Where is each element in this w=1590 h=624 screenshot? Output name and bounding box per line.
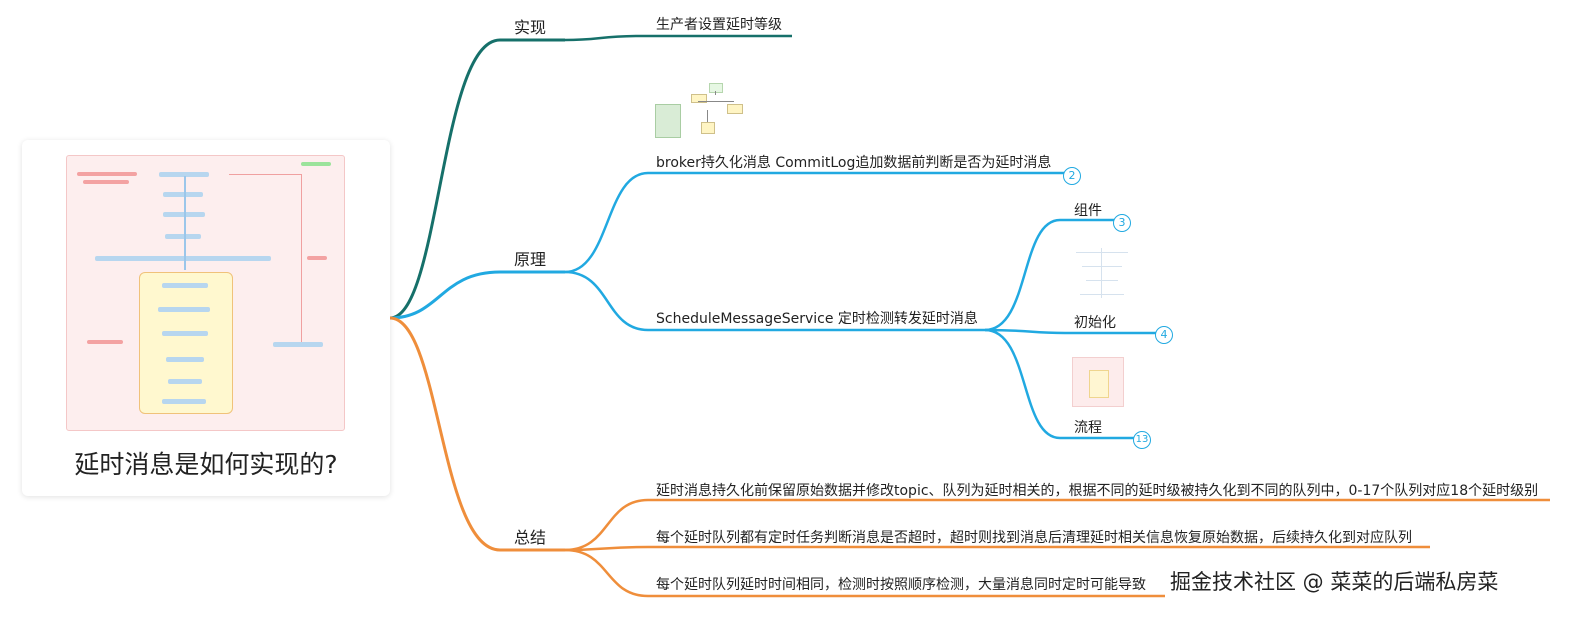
edge-schedule-component	[984, 218, 1118, 332]
branch-summary[interactable]: 总结	[514, 528, 547, 547]
init-count-badge[interactable]: 4	[1155, 326, 1173, 344]
node-process[interactable]: 流程	[1074, 420, 1102, 436]
edge-principle-schedule	[564, 270, 985, 332]
branch-principle[interactable]: 原理	[514, 250, 547, 269]
edge-implement-producer	[564, 34, 792, 42]
node-schedule[interactable]: ScheduleMessageService 定时检测转发延时消息	[656, 311, 978, 327]
edge-schedule-process	[984, 328, 1140, 440]
edge-root-principle	[389, 270, 565, 320]
branch-implement[interactable]: 实现	[514, 18, 547, 37]
node-broker[interactable]: broker持久化消息 CommitLog追加数据前判断是否为延时消息	[656, 155, 1052, 171]
watermark: 掘金技术社区 @ 菜菜的后端私房菜	[1170, 570, 1499, 594]
node-init[interactable]: 初始化	[1074, 315, 1116, 331]
process-diagram-image	[1072, 357, 1124, 407]
edge-summary-3	[564, 548, 1165, 598]
node-summary-3[interactable]: 每个延时队列延时时间相同，检测时按照顺序检测，大量消息同时定时可能导致	[656, 577, 1146, 593]
node-producer[interactable]: 生产者设置延时等级	[656, 17, 782, 33]
root-title: 延时消息是如何实现的?	[74, 450, 338, 479]
component-count-badge[interactable]: 3	[1113, 214, 1131, 232]
edge-summary-2	[564, 545, 1430, 552]
broker-diagram-image	[655, 80, 745, 138]
process-count-badge[interactable]: 13	[1133, 431, 1151, 449]
broker-count-badge[interactable]: 2	[1063, 167, 1081, 185]
root-node[interactable]: 延时消息是如何实现的?	[22, 140, 390, 496]
node-summary-2[interactable]: 每个延时队列都有定时任务判断消息是否超时，超时则找到消息后清理延时相关信息恢复原…	[656, 530, 1412, 546]
edge-schedule-init	[984, 328, 1160, 335]
edge-principle-broker	[564, 171, 1068, 274]
root-diagram-image	[66, 155, 345, 431]
init-diagram-image	[1072, 244, 1132, 302]
edge-root-implement	[389, 38, 565, 320]
node-component[interactable]: 组件	[1074, 203, 1102, 219]
node-summary-1[interactable]: 延时消息持久化前保留原始数据并修改topic、队列为延时相关的，根据不同的延时级…	[656, 483, 1539, 499]
edge-root-summary	[389, 316, 565, 552]
edge-summary-1	[564, 498, 1550, 552]
